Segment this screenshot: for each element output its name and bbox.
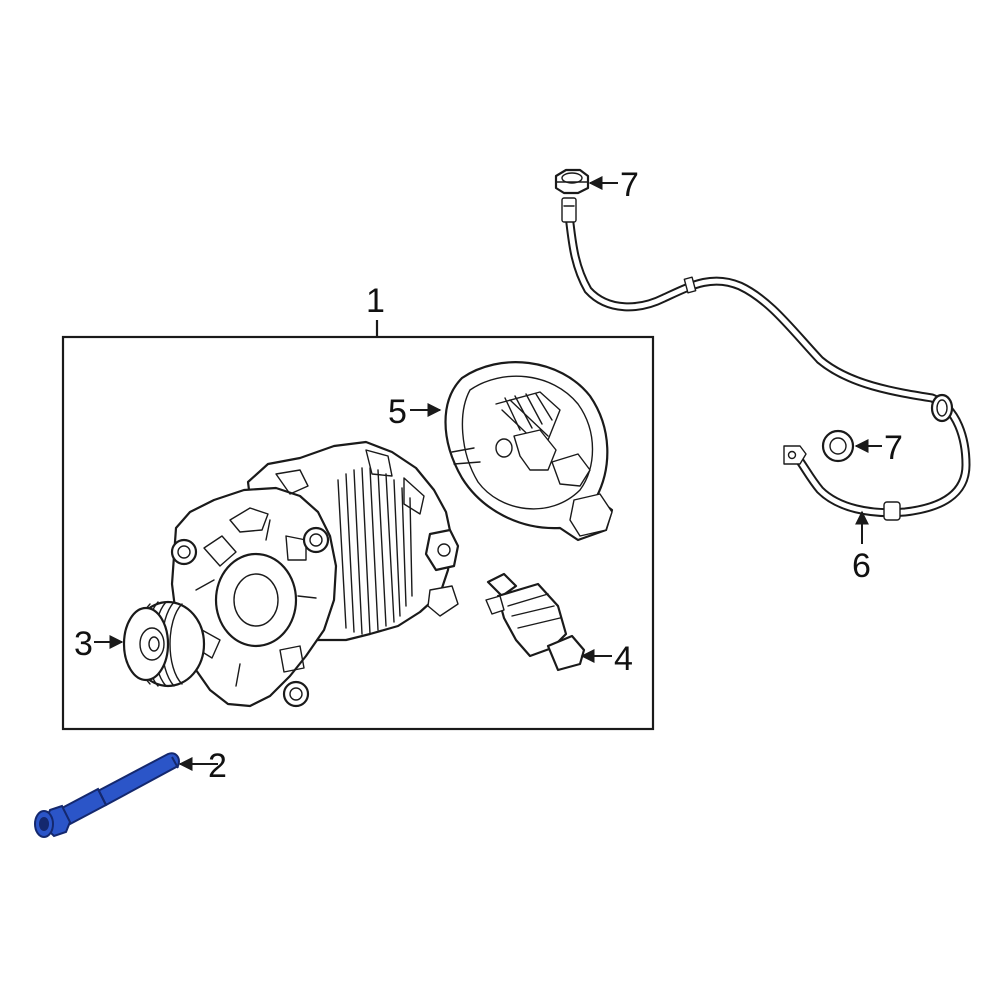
callout-7-top: 7 — [620, 166, 639, 204]
pulley[interactable] — [122, 600, 206, 688]
cable-bottom-terminal — [783, 445, 807, 465]
callout-7-right: 7 — [884, 429, 903, 467]
leader-arrows — [94, 176, 882, 771]
voltage-regulator[interactable] — [485, 572, 586, 672]
cable-connector — [930, 393, 954, 423]
callout-2: 2 — [208, 747, 227, 785]
cable-top-terminal — [561, 197, 577, 223]
nut-top[interactable] — [554, 168, 590, 195]
alternator-body[interactable] — [170, 440, 460, 708]
callout-5: 5 — [388, 393, 407, 431]
cable-clip — [883, 501, 901, 521]
rear-cover[interactable] — [444, 361, 614, 542]
stator-fins — [337, 467, 413, 635]
assembly-box — [61, 320, 655, 731]
nut-right[interactable] — [821, 429, 855, 463]
battery-cable[interactable] — [561, 197, 971, 521]
cable-sleeve — [683, 276, 697, 294]
callout-4: 4 — [614, 640, 633, 678]
callout-1: 1 — [366, 282, 385, 320]
mounting-bolt[interactable] — [34, 752, 180, 838]
callout-6: 6 — [852, 547, 871, 585]
callout-3: 3 — [74, 625, 93, 663]
